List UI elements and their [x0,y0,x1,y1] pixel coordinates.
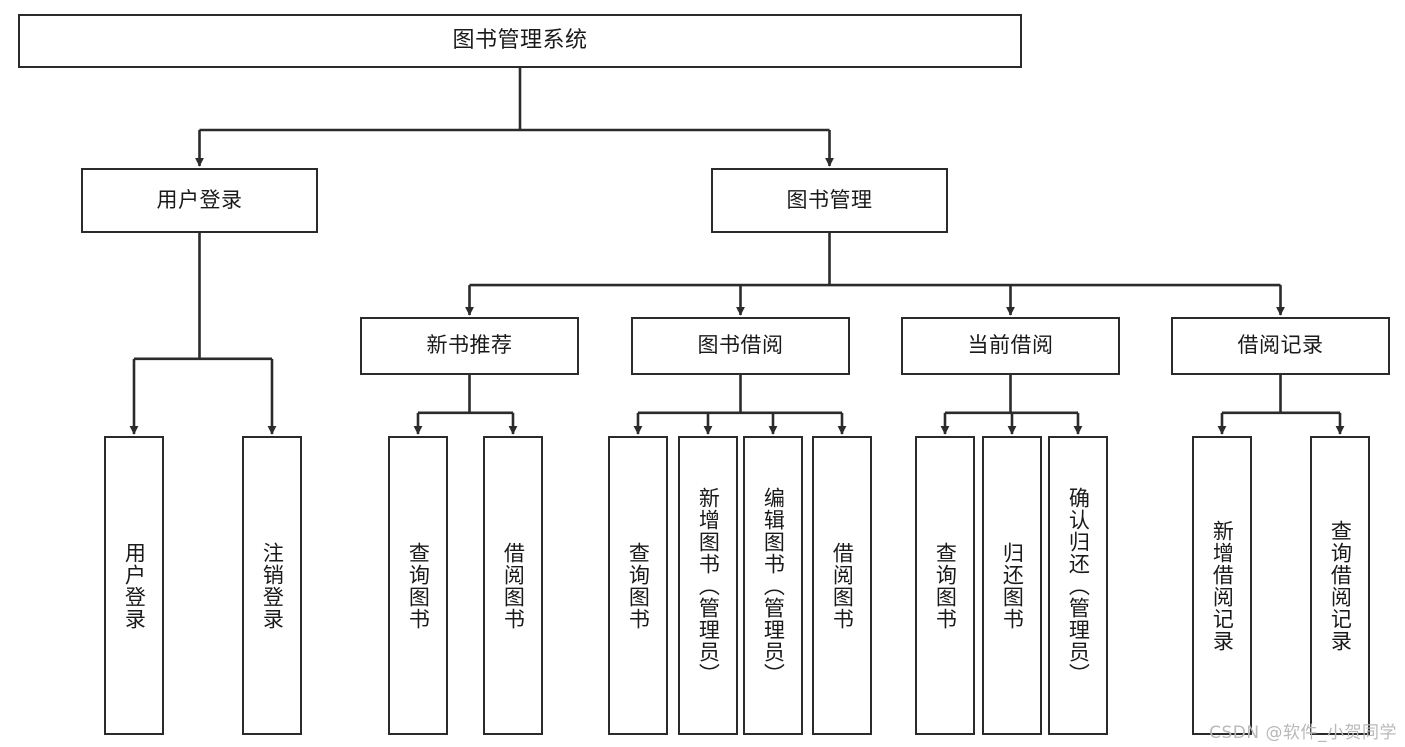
node-book_mgmt[interactable]: 图书管理 [711,168,948,233]
node-label: 注销登录 [260,541,285,630]
node-label: 借阅图书 [501,541,526,630]
node-l_edit_book[interactable]: 编辑图书（管理员） [743,436,803,735]
node-l_borrow1[interactable]: 借阅图书 [483,436,543,735]
node-user_login[interactable]: 用户登录 [81,168,318,233]
node-label: 编辑图书（管理员） [761,486,786,685]
node-l_query1[interactable]: 查询图书 [388,436,448,735]
node-label: 新增图书（管理员） [696,486,721,685]
node-new_rec[interactable]: 新书推荐 [360,317,579,375]
node-records[interactable]: 借阅记录 [1171,317,1390,375]
node-label: 当前借阅 [967,333,1054,358]
node-label: 用户登录 [122,541,147,630]
node-l_query2[interactable]: 查询图书 [608,436,668,735]
node-current[interactable]: 当前借阅 [901,317,1120,375]
node-label: 图书管理系统 [452,27,588,53]
node-label: 图书借阅 [697,333,784,358]
node-label: 确认归还（管理员） [1066,486,1091,685]
node-label: 查询借阅记录 [1328,519,1353,652]
node-l_logout[interactable]: 注销登录 [242,436,302,735]
node-root[interactable]: 图书管理系统 [18,14,1022,68]
csdn-watermark: CSDN @软件_小贺同学 [1209,723,1397,743]
node-l_confirm[interactable]: 确认归还（管理员） [1048,436,1108,735]
node-label: 新书推荐 [426,333,513,358]
node-label: 新增借阅记录 [1210,519,1235,652]
node-l_query_rec[interactable]: 查询借阅记录 [1310,436,1370,735]
node-label: 图书管理 [786,187,873,212]
node-l_add_rec[interactable]: 新增借阅记录 [1192,436,1252,735]
node-l_add_book[interactable]: 新增图书（管理员） [678,436,738,735]
node-l_login[interactable]: 用户登录 [104,436,164,735]
node-l_return[interactable]: 归还图书 [982,436,1042,735]
node-borrow[interactable]: 图书借阅 [631,317,850,375]
node-label: 借阅记录 [1237,333,1324,358]
node-label: 归还图书 [1000,541,1025,630]
node-label: 查询图书 [406,541,431,630]
node-label: 查询图书 [626,541,651,630]
node-l_borrow2[interactable]: 借阅图书 [812,436,872,735]
node-label: 查询图书 [933,541,958,630]
node-label: 用户登录 [156,187,243,212]
node-l_query3[interactable]: 查询图书 [915,436,975,735]
node-label: 借阅图书 [830,541,855,630]
